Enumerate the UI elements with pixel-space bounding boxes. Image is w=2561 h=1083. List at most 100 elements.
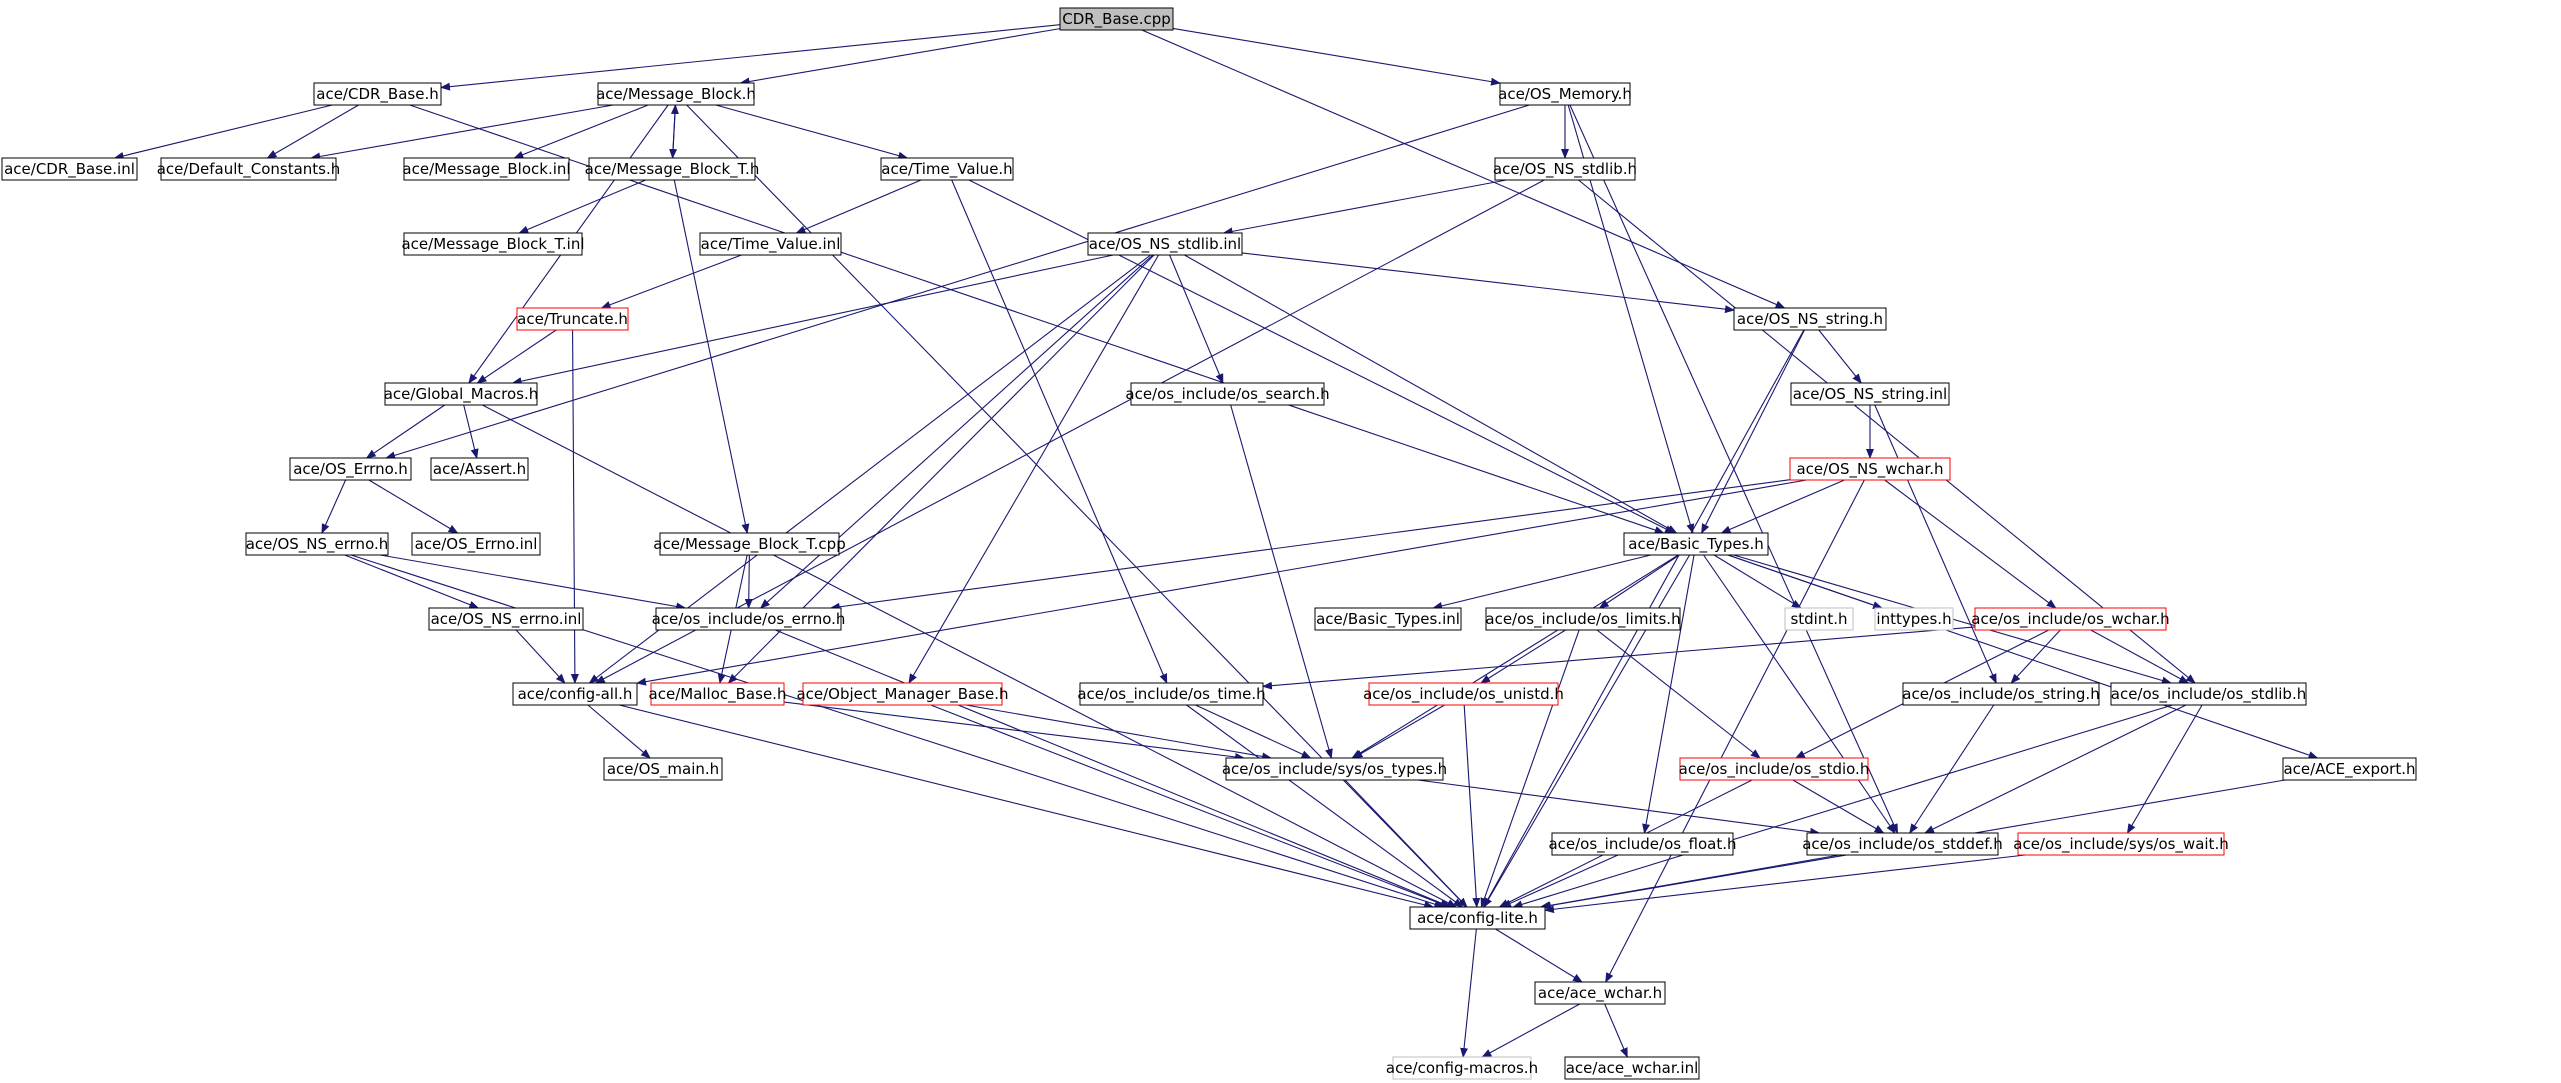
node-os_ns_string_inl[interactable]: ace/OS_NS_string.inl [1790,382,1950,406]
node-cdr_base_h[interactable]: ace/CDR_Base.h [313,82,442,106]
node-cdr_base_cpp[interactable]: CDR_Base.cpp [1059,7,1174,31]
node-os_main_h[interactable]: ace/OS_main.h [603,757,723,781]
edge-os_ns_stdlib_inl-to-os_ns_string_h [1241,252,1735,314]
edge-os_ns_stdlib_inl-to-os_search_h [1169,254,1224,384]
node-os_ns_string_h[interactable]: ace/OS_NS_string.h [1733,307,1887,331]
node-config_lite_h[interactable]: ace/config-lite.h [1409,906,1546,930]
node-label-cdr_base_inl: ace/CDR_Base.inl [4,160,135,179]
node-os_search_h[interactable]: ace/os_include/os_search.h [1125,382,1330,406]
node-os_time_h[interactable]: ace/os_include/os_time.h [1077,682,1266,706]
node-label-config_macros_h: ace/config-macros.h [1386,1059,1538,1077]
edge-os_float_h-to-config_lite_h [1501,854,1619,908]
edge-os_ns_stdlib_h-to-os_ns_stdlib_inl [1222,179,1507,236]
node-inttypes_h[interactable]: inttypes.h [1874,607,1954,631]
node-assert_h[interactable]: ace/Assert.h [430,457,529,481]
node-label-os_wchar_h: ace/os_include/os_wchar.h [1971,610,2169,629]
node-label-os_include_errno_h: ace/os_include/os_errno.h [652,610,846,629]
edge-truncate_h-to-global_macros_h [476,329,557,384]
edge-os_ns_wchar_h-to-os_wchar_h [1884,479,2057,609]
edge-global_macros_h-to-config_lite_h [482,404,1458,908]
node-sys_wait_h[interactable]: ace/os_include/sys/os_wait.h [2013,832,2229,856]
node-os_ns_errno_inl[interactable]: ace/OS_NS_errno.inl [428,607,584,631]
node-basic_types_inl[interactable]: ace/Basic_Types.inl [1314,607,1462,631]
node-label-os_stdio_h: ace/os_include/os_stdio.h [1679,760,1870,779]
node-os_memory_h[interactable]: ace/OS_Memory.h [1498,82,1632,106]
node-stdint_h[interactable]: stdint.h [1784,607,1854,631]
edge-object_manager_base_h-to-config_lite_h [930,704,1451,908]
edge-cdr_base_cpp-to-cdr_base_h [440,24,1061,91]
node-label-config_all_h: ace/config-all.h [518,685,633,703]
node-box-config_lite_h [1409,906,1546,930]
node-message_block_t_cpp[interactable]: ace/Message_Block_T.cpp [653,532,846,556]
node-os_ns_errno_h[interactable]: ace/OS_NS_errno.h [245,532,389,556]
node-malloc_base_h[interactable]: ace/Malloc_Base.h [649,682,787,706]
node-label-assert_h: ace/Assert.h [433,460,526,478]
edge-message_block_t_h-to-message_block_h [670,104,679,159]
node-label-os_ns_stdlib_inl: ace/OS_NS_stdlib.inl [1089,235,1241,254]
node-label-message_block_inl: ace/Message_Block.inl [402,160,570,179]
node-os_unistd_h[interactable]: ace/os_include/os_unistd.h [1363,682,1564,706]
node-os_limits_h[interactable]: ace/os_include/os_limits.h [1485,607,1681,631]
edge-os_ns_stdlib_h-to-config_all_h [594,179,1545,684]
node-box-ace_export_h [2282,757,2417,781]
node-box-message_block_inl [403,157,570,181]
node-config_macros_h[interactable]: ace/config-macros.h [1386,1056,1538,1080]
node-os_stdlib_h[interactable]: ace/os_include/os_stdlib.h [2110,682,2307,706]
node-label-object_manager_base_h: ace/Object_Manager_Base.h [796,685,1008,704]
node-os_ns_wchar_h[interactable]: ace/OS_NS_wchar.h [1789,457,1951,481]
node-ace_wchar_h[interactable]: ace/ace_wchar.h [1534,981,1666,1005]
node-os_stdio_h[interactable]: ace/os_include/os_stdio.h [1679,757,1870,781]
node-label-message_block_t_inl: ace/Message_Block_T.inl [401,235,584,254]
node-os_string_h[interactable]: ace/os_include/os_string.h [1902,682,2100,706]
node-os_include_errno_h[interactable]: ace/os_include/os_errno.h [652,607,846,631]
node-box-truncate_h [516,307,629,331]
node-os_errno_h_cap[interactable]: ace/OS_Errno.h [289,457,412,481]
node-box-os_ns_stdlib_inl [1087,232,1243,256]
edge-config_lite_h-to-config_macros_h [1460,928,1477,1058]
edge-os_ns_stdlib_inl-to-basic_types_h [1184,254,1678,534]
node-truncate_h[interactable]: ace/Truncate.h [516,307,629,331]
node-config_all_h[interactable]: ace/config-all.h [512,682,638,706]
node-label-time_value_h: ace/Time_Value.h [881,160,1012,179]
node-os_ns_stdlib_h[interactable]: ace/OS_NS_stdlib.h [1493,157,1637,181]
node-message_block_h[interactable]: ace/Message_Block.h [596,82,756,106]
node-box-time_value_inl [699,232,842,256]
node-box-os_ns_stdlib_h [1494,157,1636,181]
edge-cdr_base_cpp-to-os_memory_h [1172,27,1501,86]
node-time_value_h[interactable]: ace/Time_Value.h [880,157,1014,181]
node-ace_wchar_inl[interactable]: ace/ace_wchar.inl [1564,1056,1700,1080]
node-ace_export_h[interactable]: ace/ACE_export.h [2282,757,2417,781]
node-label-basic_types_inl: ace/Basic_Types.inl [1316,610,1460,629]
node-message_block_t_h[interactable]: ace/Message_Block_T.h [585,157,760,181]
node-os_ns_stdlib_inl[interactable]: ace/OS_NS_stdlib.inl [1087,232,1243,256]
edge-os_memory_h-to-os_errno_h_cap [385,104,1530,460]
node-message_block_t_inl[interactable]: ace/Message_Block_T.inl [401,232,585,256]
node-label-default_constants_h: ace/Default_Constants.h [157,160,341,179]
node-label-os_search_h: ace/os_include/os_search.h [1125,385,1329,404]
node-basic_types_h[interactable]: ace/Basic_Types.h [1623,532,1769,556]
node-label-os_unistd_h: ace/os_include/os_unistd.h [1363,685,1564,704]
node-default_constants_h[interactable]: ace/Default_Constants.h [157,157,341,181]
edge-os_stdlib_h-to-os_stddef_h [1924,704,2187,834]
node-message_block_inl[interactable]: ace/Message_Block.inl [402,157,571,181]
node-box-malloc_base_h [650,682,785,706]
node-os_wchar_h[interactable]: ace/os_include/os_wchar.h [1971,607,2170,631]
edge-basic_types_h-to-basic_types_inl [1432,554,1651,610]
node-label-os_ns_string_inl: ace/OS_NS_string.inl [1793,385,1947,404]
node-box-sys_wait_h [2017,832,2225,856]
node-time_value_inl[interactable]: ace/Time_Value.inl [699,232,842,256]
node-os_errno_inl[interactable]: ace/OS_Errno.inl [411,532,541,556]
edge-config_lite_h-to-ace_wchar_h [1495,928,1583,983]
node-os_stddef_h[interactable]: ace/os_include/os_stddef.h [1802,832,2003,856]
node-sys_types_h[interactable]: ace/os_include/sys/os_types.h [1222,757,1447,781]
node-cdr_base_inl[interactable]: ace/CDR_Base.inl [1,157,138,181]
node-box-sys_types_h [1225,757,1444,781]
edge-message_block_h-to-config_lite_h [686,104,1468,908]
edge-os_search_h-to-sys_types_h [1230,404,1333,759]
edge-os_wchar_h-to-os_time_h [1262,626,1976,690]
node-os_float_h[interactable]: ace/os_include/os_float.h [1548,832,1737,856]
node-object_manager_base_h[interactable]: ace/Object_Manager_Base.h [796,682,1009,706]
edge-global_macros_h-to-os_errno_h_cap [365,404,446,459]
node-global_macros_h[interactable]: ace/Global_Macros.h [384,382,539,406]
